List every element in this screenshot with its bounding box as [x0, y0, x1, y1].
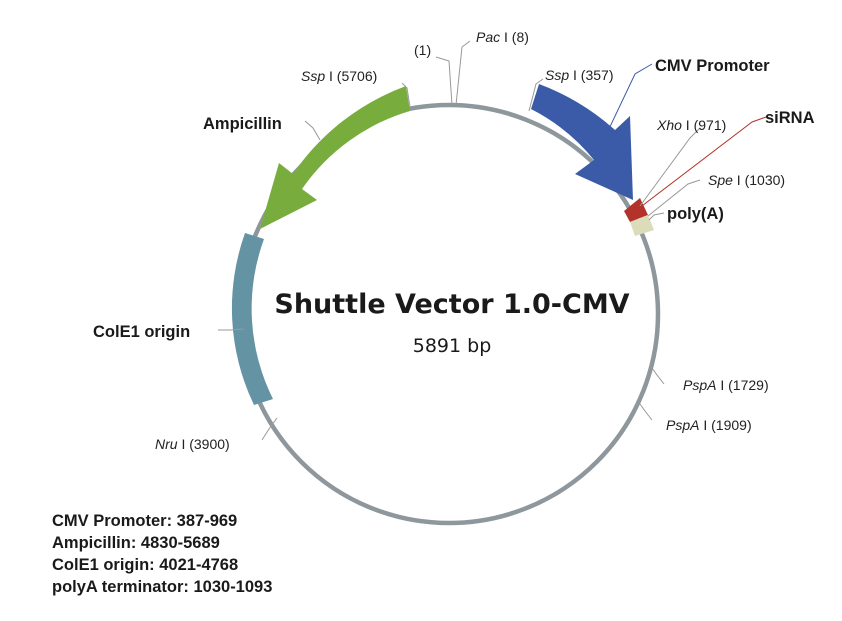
feature-label-ampicillin: Ampicillin	[203, 115, 282, 133]
site-label-nru: Nru I (3900)	[155, 436, 230, 452]
site-label-pspa-1909: PspA I (1909)	[666, 417, 752, 433]
ampicillin-arrow	[260, 86, 410, 229]
leader-sirna	[633, 116, 767, 213]
leader-cmv-promoter	[597, 63, 653, 153]
cole1-origin-block	[231, 233, 273, 405]
feature-summary-list: CMV Promoter: 387-969 Ampicillin: 4830-5…	[52, 510, 272, 598]
site-label-ssp-5706: Ssp I (5706)	[301, 68, 377, 84]
leader-ssp-5706	[401, 82, 411, 108]
site-label-ssp-357: Ssp I (357)	[545, 67, 613, 83]
leader-origin	[435, 56, 453, 106]
summary-ampicillin: Ampicillin: 4830-5689	[52, 534, 220, 552]
vector-size: 5891 bp	[413, 335, 492, 357]
leader-spe	[647, 179, 701, 217]
site-label-pspa-1729: PspA I (1729)	[683, 377, 769, 393]
leader-pac	[455, 40, 471, 106]
leader-nru	[261, 417, 278, 441]
site-label-xho: Xho I (971)	[656, 117, 726, 133]
polya-block	[630, 215, 654, 236]
leader-pspa-1729	[651, 367, 665, 385]
leader-xho	[639, 127, 701, 207]
cmv-promoter-arrow	[531, 84, 633, 200]
feature-label-cole1-origin: ColE1 origin	[93, 323, 190, 341]
summary-cole1-origin: ColE1 origin: 4021-4768	[52, 556, 239, 574]
leader-pspa-1909	[639, 403, 653, 421]
site-label-spe: Spe I (1030)	[708, 172, 785, 188]
feature-label-polya: poly(A)	[667, 205, 724, 223]
leader-ampicillin	[304, 120, 321, 141]
leader-ssp-357	[528, 78, 544, 112]
leader-lines	[218, 40, 701, 441]
site-label-pac: Pac I (8)	[476, 29, 529, 45]
summary-polya-terminator: polyA terminator: 1030-1093	[52, 578, 273, 596]
feature-label-cmv-promoter: CMV Promoter	[655, 57, 770, 75]
leader-polya	[648, 212, 665, 221]
site-label-origin: (1)	[414, 42, 431, 58]
feature-label-sirna: siRNA	[765, 109, 815, 127]
leader-cole1	[218, 328, 245, 331]
vector-name: Shuttle Vector 1.0-CMV	[274, 289, 629, 320]
summary-cmv-promoter: CMV Promoter: 387-969	[52, 512, 238, 530]
